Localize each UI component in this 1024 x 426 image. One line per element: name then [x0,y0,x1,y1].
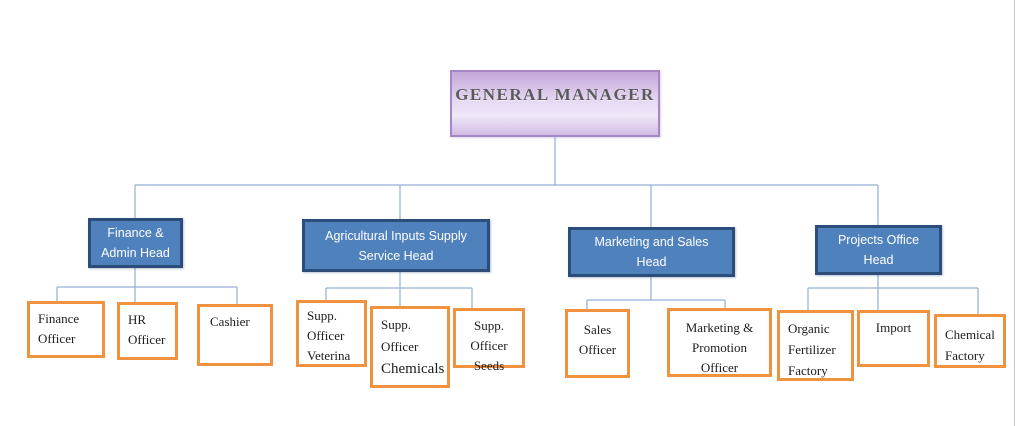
child-label-line: Supp. [474,318,504,333]
child-label-line: Officer [307,328,345,343]
head-finance-admin: Finance & Admin Head [88,218,183,268]
child-cashier: Cashier [197,304,273,366]
child-label-line: Officer [578,342,617,357]
child-label-line: Finance [38,311,80,326]
child-chemical-factory: Chemical Factory [934,314,1006,368]
head-marketing-sales: Marketing and Sales Head [568,227,735,277]
child-label-line: Factory [945,348,985,363]
child-label-line: Factory [788,363,828,378]
child-label-line: Marketing & [685,320,754,335]
head-label-line: Service Head [358,248,434,263]
child-label-line: Cashier [210,314,250,329]
child-label-line: Promotion [692,340,747,355]
child-label-line: Import [875,320,912,335]
child-label-line: Officer [128,332,166,347]
child-marketing-promotion-officer: Marketing & Promotion Officer [667,308,772,377]
child-sales-officer: Sales Officer [565,309,630,378]
child-supp-officer-veterina: Supp. Officer Veterina [296,300,367,367]
child-finance-officer: Finance Officer [27,301,105,358]
head-agricultural-inputs: Agricultural Inputs Supply Service Head [302,219,490,272]
page-edge-line [1014,0,1015,426]
child-label-line: Veterina [307,348,351,363]
child-label-line: Seeds [473,358,505,373]
head-label-line: Finance & [107,226,164,240]
child-label-line: Chemical [945,327,995,342]
child-label-line: Fertilizer [788,342,836,357]
head-label-line: Marketing and Sales [594,235,709,249]
head-label-line: Head [636,255,667,269]
head-label-line: Head [863,253,894,267]
head-label-line: Projects Office [837,233,920,247]
head-label-line: Agricultural Inputs Supply [325,228,467,243]
child-label-line: Officer [381,339,419,354]
child-label-line: HR [128,312,147,327]
child-supp-officer-seeds: Supp. Officer Seeds [453,308,525,373]
child-label-line: Supp. [307,308,337,323]
child-label-line: Chemicals [381,361,445,377]
general-manager-label: GENERAL MANAGER [455,85,655,104]
child-label-line: Sales [583,322,612,337]
child-label-line: Officer [470,338,508,353]
child-import: Import [857,310,930,367]
head-label-line: Admin Head [101,246,170,260]
child-supp-officer-chemicals: Supp. Officer Chemicals [370,306,450,388]
child-label-line: Officer [700,360,739,375]
child-organic-fertilizer-factory: Organic Fertilizer Factory [777,310,854,381]
child-label-line: Officer [38,331,76,346]
child-label-line: Organic [788,321,830,336]
head-projects-office: Projects Office Head [815,225,942,275]
child-label-line: Supp. [381,317,411,332]
child-hr-officer: HR Officer [117,302,178,360]
general-manager-box: GENERAL MANAGER [450,70,660,137]
